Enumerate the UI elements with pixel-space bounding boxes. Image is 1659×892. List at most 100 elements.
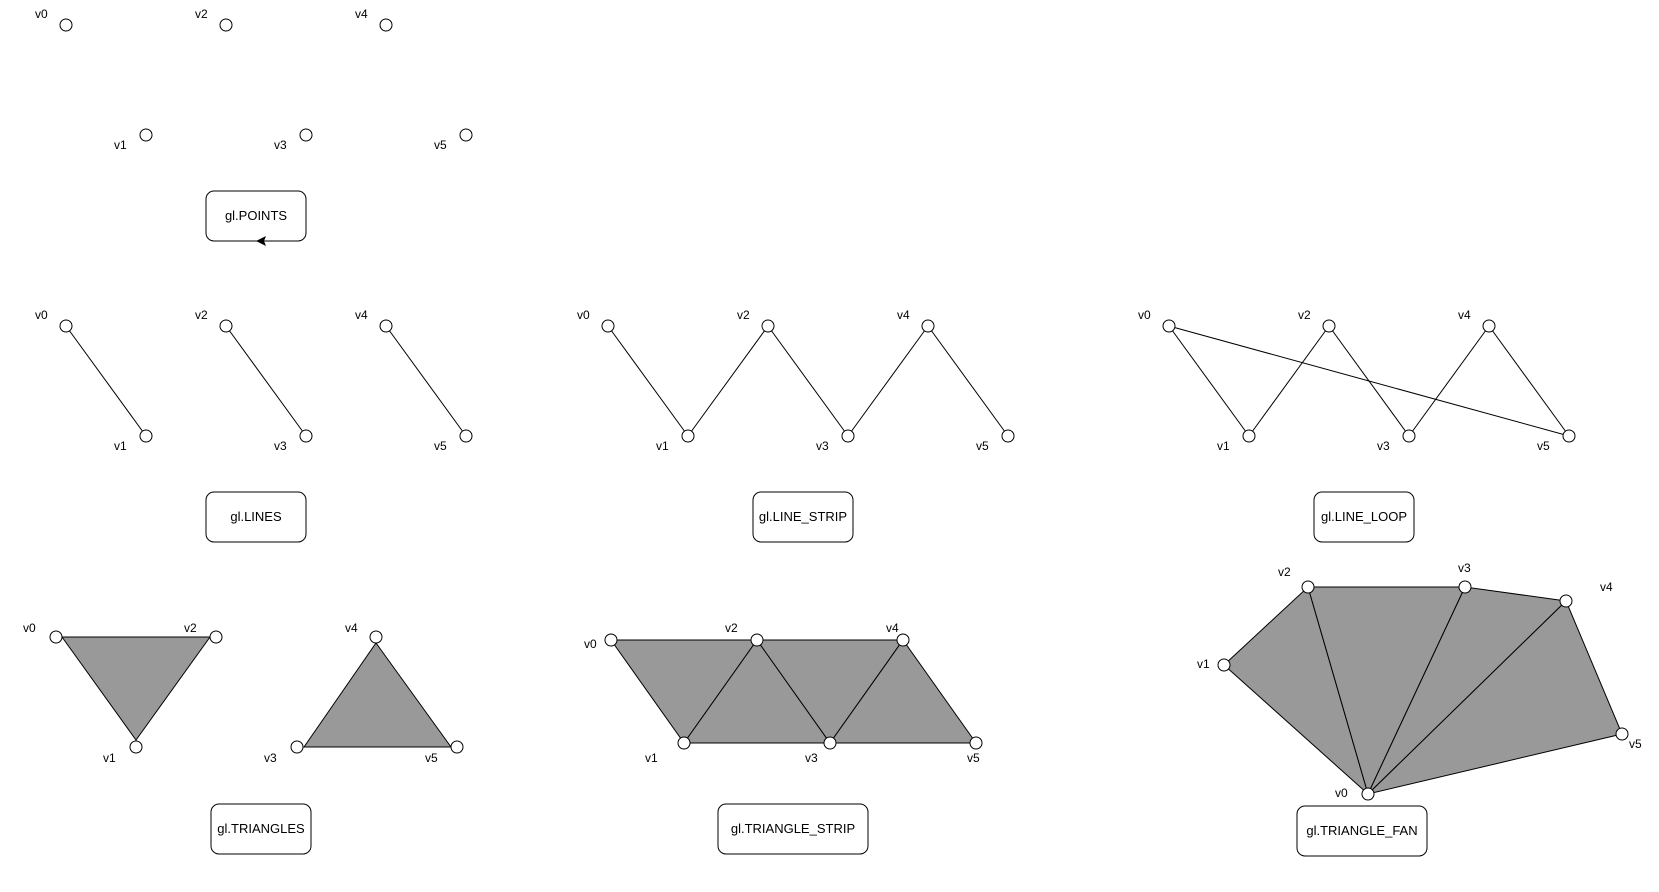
line-loop-label-v1: v1 [1217, 439, 1230, 453]
triangle-strip-label-v1: v1 [645, 751, 658, 765]
triangle-fan-triangle-v0-v4-v5 [1366, 600, 1623, 795]
line-strip-edge-v4-v5 [927, 325, 1009, 437]
line-strip-label-v5: v5 [976, 439, 989, 453]
triangle-fan-label-v0: v0 [1335, 786, 1348, 800]
line-strip-vertex-v0 [601, 319, 615, 333]
triangles-label-v4: v4 [345, 621, 358, 635]
lines-vertex-v0 [59, 319, 73, 333]
points-label-v4: v4 [355, 7, 368, 21]
points-label-v1: v1 [114, 138, 127, 152]
triangle-strip-vertex-v5 [969, 736, 983, 750]
line-loop-vertex-v3 [1402, 429, 1416, 443]
lines-vertex-v4 [379, 319, 393, 333]
triangle-strip-label-v5: v5 [967, 751, 980, 765]
line-strip-vertex-v3 [841, 429, 855, 443]
line-strip-edge-v0-v1 [607, 325, 689, 437]
lines-label-v3: v3 [274, 439, 287, 453]
line-strip-mode-box [752, 491, 854, 543]
line-loop-label-v5: v5 [1537, 439, 1550, 453]
line-loop-label-v0: v0 [1138, 308, 1151, 322]
line-loop-mode-box [1313, 491, 1415, 543]
triangle-strip-vertex-v0 [604, 633, 618, 647]
triangle-strip-mode-label: gl.TRIANGLE_STRIP [731, 821, 855, 836]
line-loop-vertex-v2 [1322, 319, 1336, 333]
triangle-fan-label-v3: v3 [1458, 561, 1471, 575]
lines-vertex-v5 [459, 429, 473, 443]
triangles-label-v3: v3 [264, 751, 277, 765]
triangle-strip-label-v4: v4 [886, 621, 899, 635]
line-strip-label-v3: v3 [816, 439, 829, 453]
line-loop-edge-v4-v5 [1488, 325, 1570, 437]
line-loop-edge-v5-v0 [1168, 325, 1570, 437]
triangles-vertex-v2 [209, 630, 223, 644]
triangle-fan-label-v4: v4 [1600, 580, 1613, 594]
line-loop-label-v2: v2 [1298, 308, 1311, 322]
points-arrow-icon [256, 236, 266, 246]
line-strip-edge-v2-v3 [767, 325, 849, 437]
line-loop-vertex-v0 [1162, 319, 1176, 333]
triangle-fan-label-v5: v5 [1629, 737, 1642, 751]
points-vertex-v0 [59, 18, 73, 32]
triangle-strip-vertex-v2 [750, 633, 764, 647]
points-label-v5: v5 [434, 138, 447, 152]
triangles-label-v1: v1 [103, 751, 116, 765]
triangle-strip-label-v3: v3 [805, 751, 818, 765]
line-loop-vertex-v1 [1242, 429, 1256, 443]
triangle-fan-vertex-v3 [1458, 580, 1472, 594]
triangle-strip-triangle-v3-v4-v5 [829, 639, 977, 744]
triangle-fan-vertex-v1 [1217, 658, 1231, 672]
triangles-diagram: v0 v1 v2 v3 v4 v5 gl.TRIANGLES [23, 621, 464, 855]
triangles-vertex-v4 [369, 630, 383, 644]
triangles-mode-label: gl.TRIANGLES [217, 821, 305, 836]
line-strip-edge-v1-v2 [687, 325, 769, 437]
triangles-label-v2: v2 [184, 621, 197, 635]
triangle-fan-label-v2: v2 [1278, 565, 1291, 579]
triangle-fan-mode-label: gl.TRIANGLE_FAN [1306, 823, 1417, 838]
line-loop-edge-v0-v1 [1168, 325, 1250, 437]
line-strip-vertex-v4 [921, 319, 935, 333]
triangle-fan-vertex-v0 [1361, 787, 1375, 801]
lines-mode-box [205, 491, 307, 543]
triangles-vertex-v3 [290, 740, 304, 754]
triangle-fan-vertex-v2 [1301, 580, 1315, 594]
triangles-vertex-v1 [129, 740, 143, 754]
triangle-fan-vertex-v4 [1559, 594, 1573, 608]
triangle-strip-vertex-v3 [823, 736, 837, 750]
triangles-vertex-v0 [49, 630, 63, 644]
triangle-strip-label-v2: v2 [725, 621, 738, 635]
lines-vertex-v1 [139, 429, 153, 443]
line-strip-label-v2: v2 [737, 308, 750, 322]
triangles-label-v5: v5 [425, 751, 438, 765]
lines-label-v5: v5 [434, 439, 447, 453]
points-label-v2: v2 [195, 7, 208, 21]
line-strip-vertex-v2 [761, 319, 775, 333]
line-strip-label-v4: v4 [897, 308, 910, 322]
lines-edge-v0-v1 [65, 325, 147, 437]
lines-label-v4: v4 [355, 308, 368, 322]
triangle-strip-diagram: v0 v1 v2 v3 v4 v5 gl.TRIANGLE_STRIP [584, 621, 983, 855]
lines-edge-v4-v5 [385, 325, 467, 437]
triangle-strip-label-v0: v0 [584, 637, 597, 651]
points-vertex-v3 [299, 128, 313, 142]
triangles-label-v0: v0 [23, 621, 36, 635]
lines-vertex-v3 [299, 429, 313, 443]
points-vertex-v1 [139, 128, 153, 142]
line-loop-label-v3: v3 [1377, 439, 1390, 453]
points-vertex-v2 [219, 18, 233, 32]
triangle-fan-label-v1: v1 [1197, 657, 1210, 671]
triangle-fan-diagram: v0 v1 v2 v3 v4 v5 gl.TRIANGLE_FAN [1197, 561, 1642, 857]
triangles-vertex-v5 [450, 740, 464, 754]
triangles-triangle-v3-v4-v5 [303, 642, 452, 748]
line-strip-vertex-v1 [681, 429, 695, 443]
triangle-strip-vertex-v1 [677, 736, 691, 750]
line-loop-edge-v1-v2 [1248, 325, 1330, 437]
lines-label-v1: v1 [114, 439, 127, 453]
triangle-strip-vertex-v4 [896, 633, 910, 647]
lines-mode-label: gl.LINES [230, 509, 282, 524]
line-loop-edge-v3-v4 [1408, 325, 1490, 437]
line-strip-vertex-v5 [1001, 429, 1015, 443]
line-loop-mode-label: gl.LINE_LOOP [1321, 509, 1407, 524]
